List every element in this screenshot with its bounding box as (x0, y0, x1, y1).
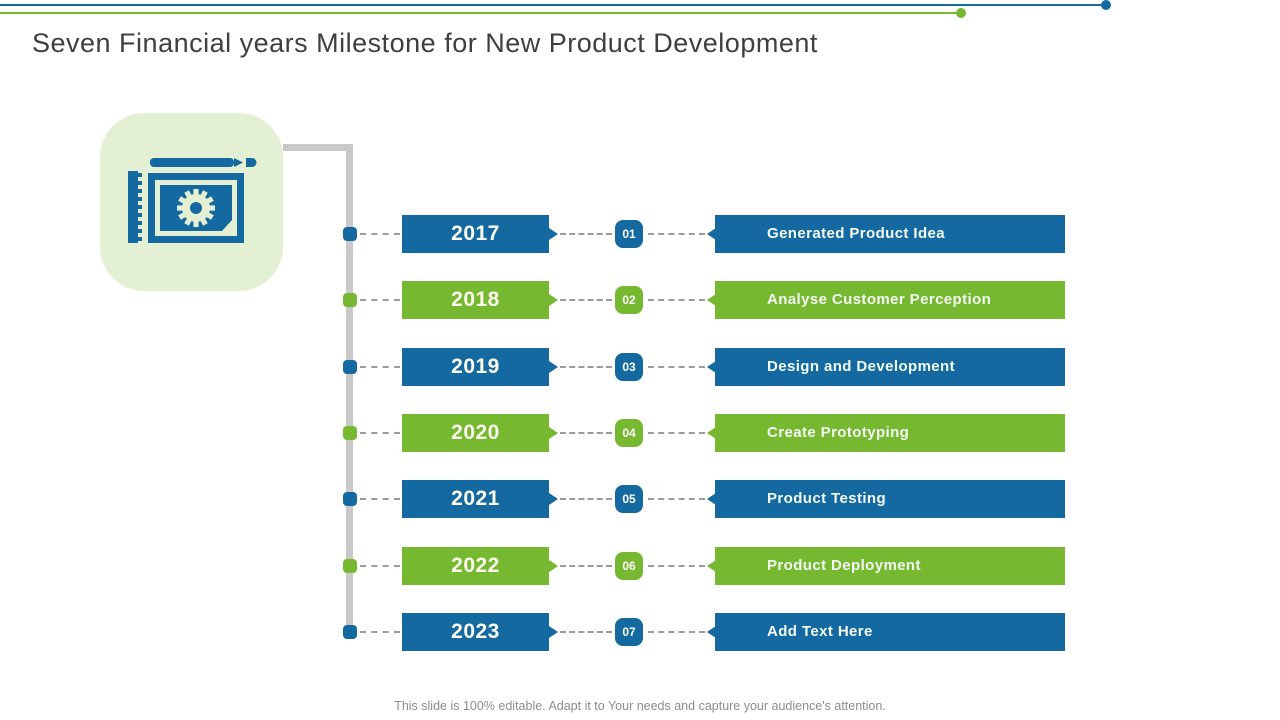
year-arrow (549, 427, 558, 439)
dashed-connector (360, 565, 400, 567)
step-number-badge: 01 (615, 220, 643, 248)
dashed-connector (648, 565, 705, 567)
year-box: 2020 (402, 414, 549, 452)
step-number-badge: 06 (615, 552, 643, 580)
timeline-marker (343, 360, 357, 374)
year-box: 2022 (402, 547, 549, 585)
dashed-connector (648, 233, 705, 235)
year-box: 2023 (402, 613, 549, 651)
year-arrow (549, 493, 558, 505)
timeline-marker (343, 293, 357, 307)
year-box: 2017 (402, 215, 549, 253)
milestone-label-bar: Design and Development (715, 348, 1065, 386)
step-number-badge: 02 (615, 286, 643, 314)
page-title: Seven Financial years Milestone for New … (32, 28, 1132, 59)
timeline-row: 2019 03 Design and Development (0, 348, 1280, 386)
timeline-row: 2017 01 Generated Product Idea (0, 215, 1280, 253)
dashed-connector (648, 366, 705, 368)
dashed-connector (360, 631, 400, 633)
dashed-connector (360, 299, 400, 301)
step-number-badge: 04 (615, 419, 643, 447)
timeline-marker (343, 426, 357, 440)
icon-container (100, 113, 283, 291)
timeline-row: 2021 05 Product Testing (0, 480, 1280, 518)
timeline-marker (343, 625, 357, 639)
dashed-connector (560, 233, 612, 235)
timeline-row: 2018 02 Analyse Customer Perception (0, 281, 1280, 319)
dashed-connector (560, 565, 612, 567)
dashed-connector (648, 299, 705, 301)
milestone-label-bar: Add Text Here (715, 613, 1065, 651)
dashed-connector (560, 366, 612, 368)
year-box: 2021 (402, 480, 549, 518)
year-box: 2019 (402, 348, 549, 386)
timeline-marker (343, 492, 357, 506)
dashed-connector (560, 299, 612, 301)
top-accent-line-blue (0, 4, 1103, 6)
dashed-connector (648, 432, 705, 434)
timeline-row: 2020 04 Create Prototyping (0, 414, 1280, 452)
green-dot (956, 8, 966, 18)
year-arrow (549, 560, 558, 572)
footer-note: This slide is 100% editable. Adapt it to… (0, 699, 1280, 713)
year-arrow (549, 228, 558, 240)
dashed-connector (560, 432, 612, 434)
dashed-connector (648, 498, 705, 500)
milestone-label-bar: Analyse Customer Perception (715, 281, 1065, 319)
timeline-marker (343, 227, 357, 241)
year-arrow (549, 294, 558, 306)
timeline-marker (343, 559, 357, 573)
dashed-connector (360, 498, 400, 500)
milestone-label-bar: Generated Product Idea (715, 215, 1065, 253)
milestone-label-bar: Product Deployment (715, 547, 1065, 585)
timeline-row: 2022 06 Product Deployment (0, 547, 1280, 585)
year-arrow (549, 626, 558, 638)
step-number-badge: 07 (615, 618, 643, 646)
blue-dot (1101, 0, 1111, 10)
milestone-label-bar: Create Prototyping (715, 414, 1065, 452)
dashed-connector (360, 233, 400, 235)
connector-horizontal (283, 144, 353, 151)
year-box: 2018 (402, 281, 549, 319)
dashed-connector (560, 498, 612, 500)
dashed-connector (560, 631, 612, 633)
milestone-label-bar: Product Testing (715, 480, 1065, 518)
dashed-connector (360, 366, 400, 368)
year-arrow (549, 361, 558, 373)
step-number-badge: 03 (615, 353, 643, 381)
dashed-connector (360, 432, 400, 434)
step-number-badge: 05 (615, 485, 643, 513)
timeline-row: 2023 07 Add Text Here (0, 613, 1280, 651)
dashed-connector (648, 631, 705, 633)
top-accent-line-green (0, 12, 958, 14)
